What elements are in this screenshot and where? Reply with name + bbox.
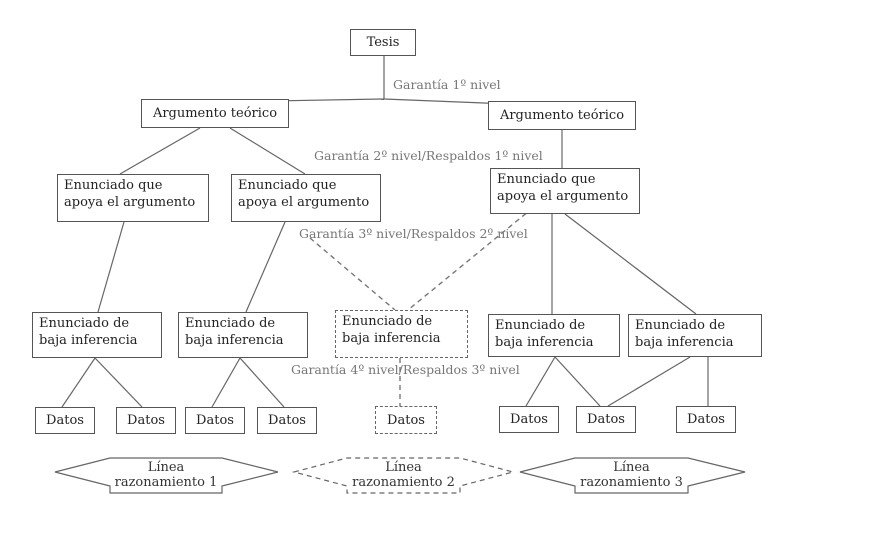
node-datos-6: Datos [499,406,559,433]
node-enunciado-apoya-2: Enunciado que apoya el argumento [231,174,381,222]
arrow-1-line2: razonamiento 1 [114,475,218,490]
node-datos-3: Datos [185,407,245,434]
arrow-3-line2: razonamiento 3 [580,475,683,490]
edge-dashed-enun2-baja3 [309,237,396,311]
arrow-text-1: Línea razonamiento 1 [110,460,222,490]
label-garantia-2: Garantía 2º nivel/Respaldos 1º nivel [314,148,543,163]
node-argumento-right: Argumento teórico [488,101,636,130]
edge-arg-left-enun2 [229,127,306,175]
edge-baja4-datos7 [554,356,601,407]
node-enunciado-apoya-1: Enunciado que apoya el argumento [57,174,209,222]
arrow-linea-1 [54,457,279,494]
node-baja-2: Enunciado de baja inferencia [178,312,308,358]
label-garantia-4: Garantía 4º nivel/Respaldos 3º nivel [291,362,520,377]
edge-baja4-datos6 [525,356,556,407]
node-baja-5: Enunciado de baja inferencia [628,314,762,357]
arrow-3-line1: Línea [613,460,650,475]
arrow-1-line1: Línea [147,460,185,475]
node-datos-4: Datos [257,407,317,434]
arrow-2-line1: Línea [385,460,422,475]
edge-arg-left-enun1 [119,127,201,175]
edge-enun3-baja5 [564,213,697,315]
node-enunciado-apoya-3: Enunciado que apoya el argumento [490,168,640,214]
node-tesis: Tesis [350,29,416,56]
node-datos-7: Datos [576,406,636,433]
node-datos-8: Datos [676,406,736,433]
edge-enun2-baja2 [245,221,286,313]
edge-dashed-enun3-baja3 [407,201,541,311]
edge-baja1-datos1 [61,357,96,408]
node-baja-3: Enunciado de baja inferencia [335,310,468,358]
label-garantia-1: Garantía 1º nivel [393,77,501,92]
edge-baja2-datos3 [211,357,241,408]
edge-baja2-datos4 [239,357,285,408]
arrow-linea-3 [519,457,746,494]
label-garantia-3: Garantía 3º nivel/Respaldos 2º nivel [299,226,528,241]
arrow-text-2: Línea razonamiento 2 [347,460,460,490]
node-baja-1: Enunciado de baja inferencia [32,312,162,358]
node-datos-2: Datos [116,407,176,434]
node-datos-5: Datos [375,406,437,434]
arrow-text-3: Línea razonamiento 3 [575,460,688,490]
node-argumento-left: Argumento teórico [141,99,289,128]
arrow-2-line2: razonamiento 2 [352,475,455,490]
node-baja-4: Enunciado de baja inferencia [488,314,620,357]
edge-baja1-datos2 [94,357,143,408]
edge-enun1-baja1 [97,221,125,313]
node-datos-1: Datos [35,407,95,434]
arrow-linea-2 [291,457,516,494]
edge-baja5-datos7 [607,356,691,407]
